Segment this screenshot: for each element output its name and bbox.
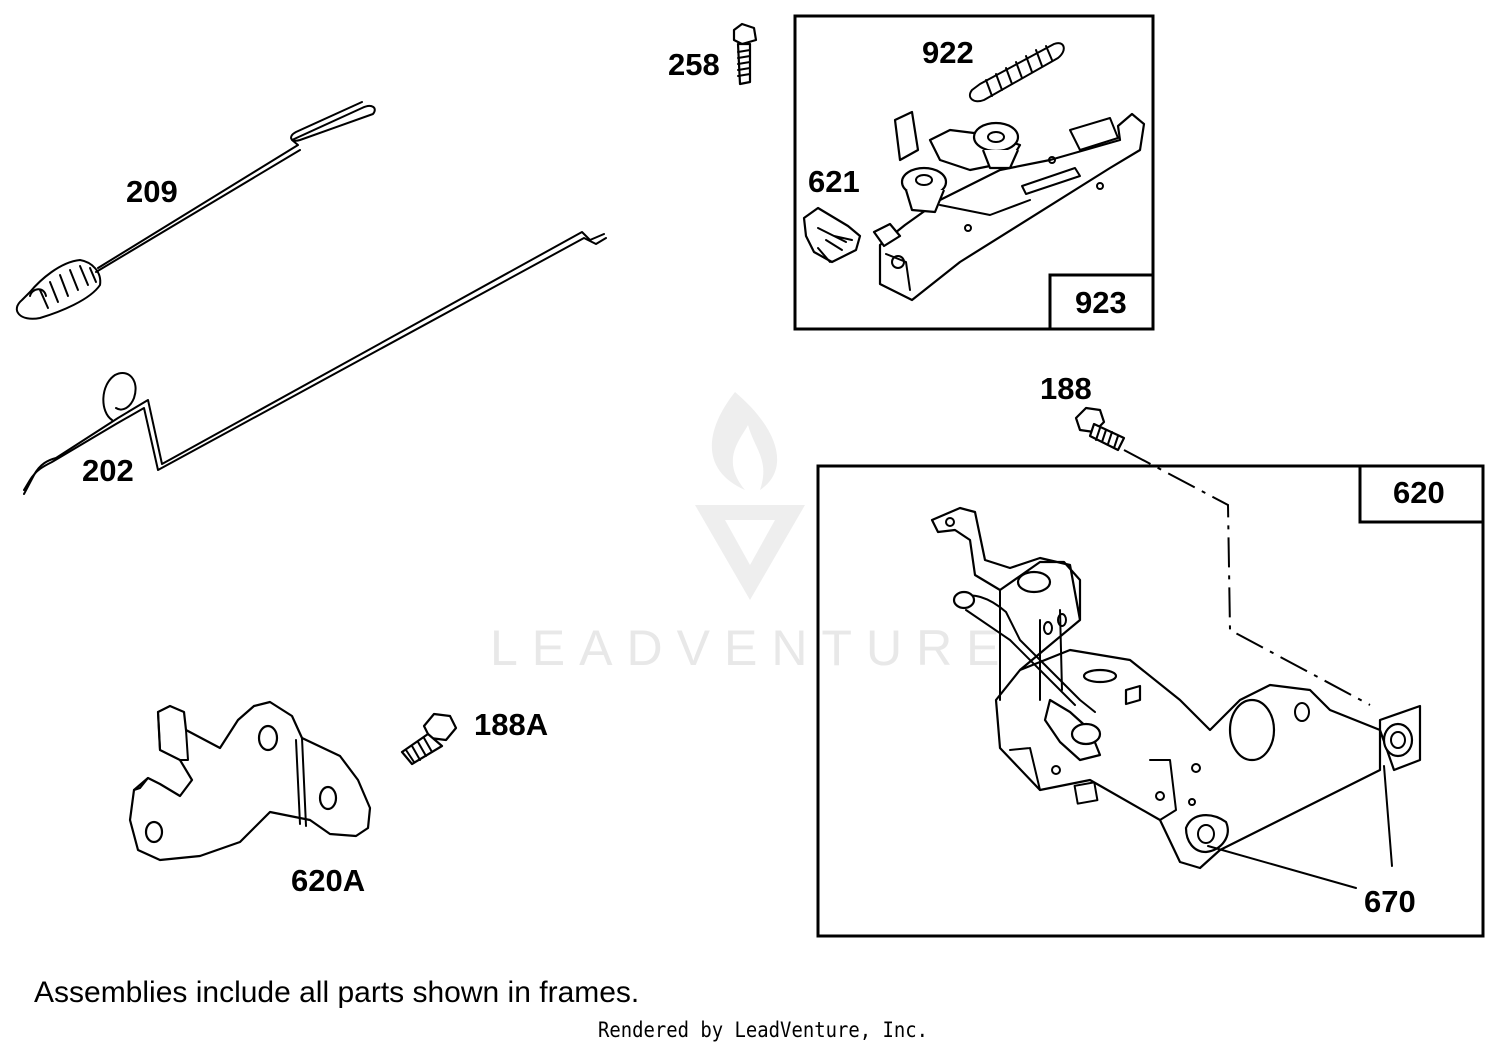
leader-670 bbox=[1207, 765, 1393, 889]
part-620a-bracket bbox=[128, 700, 372, 862]
part-188a-bolt bbox=[400, 712, 458, 766]
assembly-923-bracket bbox=[872, 110, 1146, 302]
label-209: 209 bbox=[126, 174, 178, 209]
part-258-bolt bbox=[732, 22, 758, 86]
assembly-620-bracket bbox=[930, 506, 1422, 870]
part-621-clip bbox=[802, 206, 862, 264]
label-258: 258 bbox=[668, 47, 720, 82]
label-670: 670 bbox=[1364, 884, 1416, 919]
label-188: 188 bbox=[1040, 371, 1092, 406]
label-923: 923 bbox=[1075, 285, 1127, 320]
frame-923 bbox=[793, 14, 1155, 331]
label-188a: 188A bbox=[474, 707, 548, 742]
label-621: 621 bbox=[808, 164, 860, 199]
assemblies-note: Assemblies include all parts shown in fr… bbox=[34, 976, 640, 1009]
label-202: 202 bbox=[82, 453, 134, 488]
label-620a: 620A bbox=[291, 863, 365, 898]
part-209-spring-link bbox=[15, 101, 376, 320]
label-620: 620 bbox=[1393, 475, 1445, 510]
watermark-logo: LEADVENTURE bbox=[490, 392, 1014, 676]
part-188-bolt bbox=[1074, 406, 1126, 452]
render-credit: Rendered by LeadVenture, Inc. bbox=[598, 1018, 928, 1042]
label-922: 922 bbox=[922, 35, 974, 70]
part-202-rod bbox=[23, 231, 607, 495]
watermark-text: LEADVENTURE bbox=[490, 620, 1014, 676]
leader-188 bbox=[1123, 449, 1371, 706]
part-922-spring bbox=[968, 42, 1065, 103]
frame-620 bbox=[816, 464, 1485, 938]
